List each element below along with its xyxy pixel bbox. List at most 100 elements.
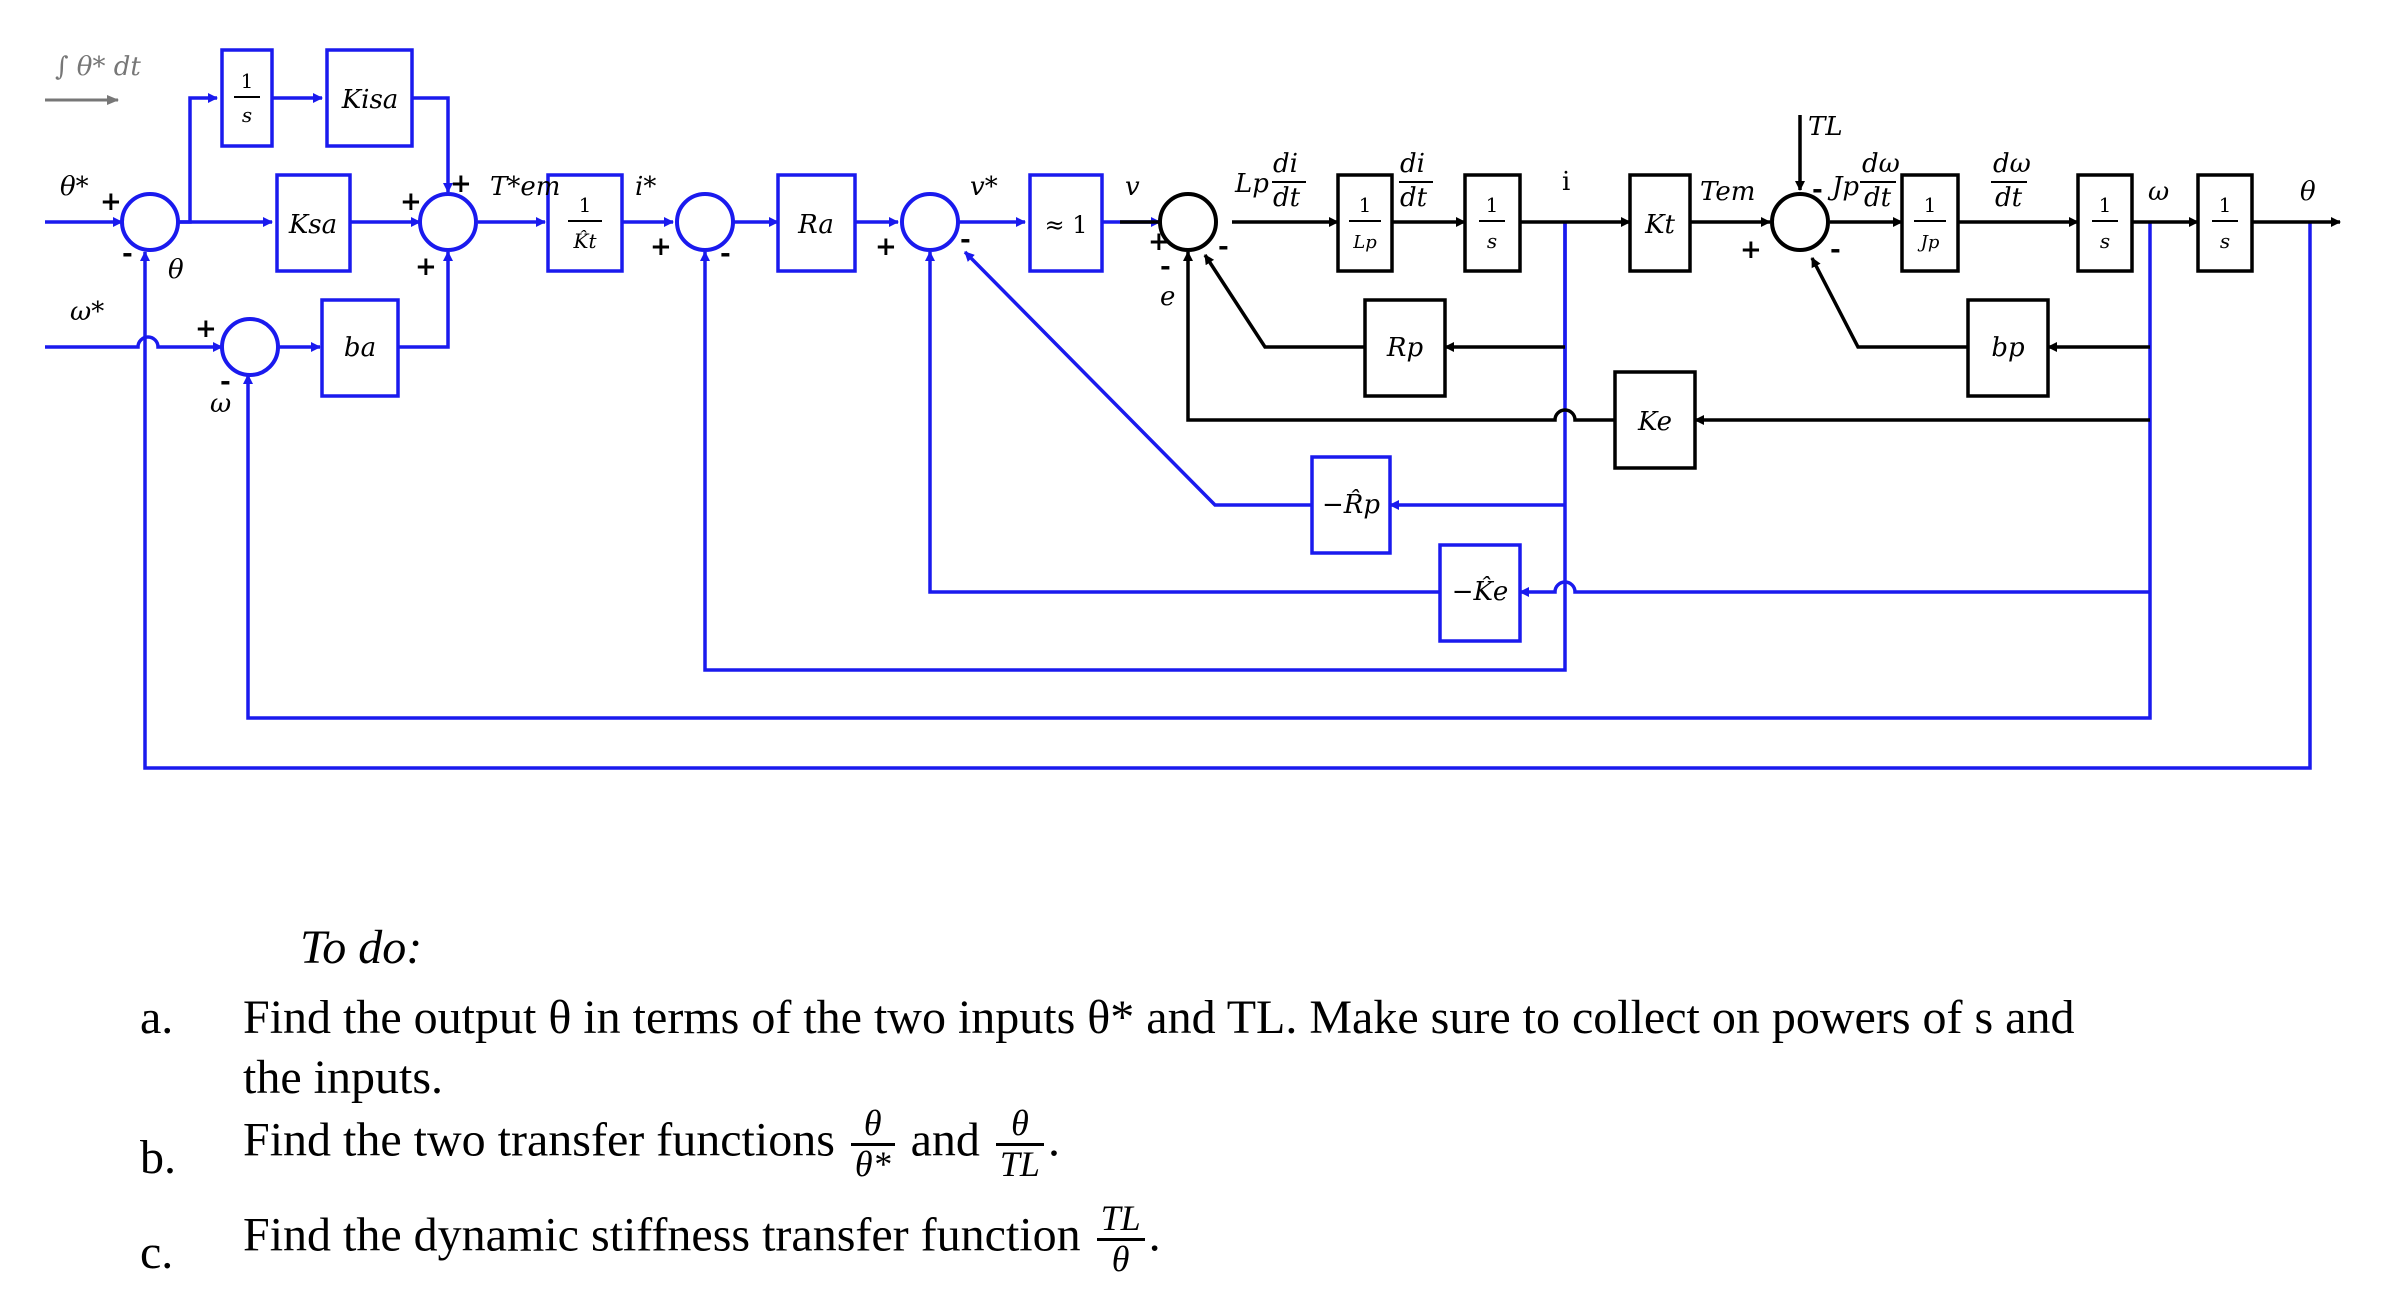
block-rp xyxy=(1363,298,1447,398)
block-current-integrator-num: 1 xyxy=(1486,193,1499,217)
label-i-star: i* xyxy=(635,172,656,202)
label-tem: Tem xyxy=(1700,177,1755,207)
svg-text:-: - xyxy=(1218,232,1229,262)
svg-text:+: + xyxy=(415,252,437,282)
label-tl: TL xyxy=(1808,112,1843,142)
label-lp: Lp xyxy=(1234,169,1269,199)
block-diagram: ∫ θ* dt xyxy=(45,48,2341,770)
block-ra-label: Ra xyxy=(797,210,834,240)
sum-mechanical xyxy=(1770,192,1830,252)
block-ra xyxy=(776,173,857,273)
item-b-letter: b. xyxy=(140,1131,176,1184)
block-position-integrator xyxy=(2196,173,2254,273)
integral-label: ∫ θ* dt xyxy=(55,52,141,82)
block-ke-label: Ke xyxy=(1637,407,1672,437)
item-b-joiner: and xyxy=(910,1113,980,1167)
label-dw-1: dω xyxy=(1862,149,1900,179)
block-inv-jp xyxy=(1900,173,1960,273)
block-ksa-label: Ksa xyxy=(288,210,337,240)
block-current-integrator-den: s xyxy=(1487,229,1497,253)
block-speed-integrator-den: s xyxy=(2100,229,2110,253)
label-e: e xyxy=(1160,282,1175,312)
block-inv-kt xyxy=(546,173,624,273)
svg-text:-: - xyxy=(220,367,231,397)
label-dt-4: dt xyxy=(1995,183,2023,213)
block-position-integrator-num: 1 xyxy=(2219,193,2232,217)
item-c: Find the dynamic stiffness transfer func… xyxy=(243,1198,1161,1279)
block-inv-kt-den: K̂t xyxy=(573,229,598,253)
sum-torque-command xyxy=(418,192,478,252)
block-inverter-label: ≈ 1 xyxy=(1044,211,1087,239)
block-position-integrator-den: s xyxy=(2220,229,2230,253)
block-integrator-den: s xyxy=(242,103,252,127)
sum-velocity-error xyxy=(220,317,280,377)
block-inv-lp xyxy=(1336,173,1394,273)
block-integrator-num: 1 xyxy=(241,69,254,93)
svg-text:+: + xyxy=(1740,235,1762,265)
block-speed-integrator-num: 1 xyxy=(2099,193,2112,217)
svg-text:-: - xyxy=(1830,235,1841,265)
svg-text:+: + xyxy=(450,169,472,199)
item-b-text: Find the two transfer functions xyxy=(243,1113,835,1167)
svg-text:+: + xyxy=(650,232,672,262)
label-dw-2: dω xyxy=(1993,149,2031,179)
label-v-star: v* xyxy=(970,172,998,202)
item-a-letter: a. xyxy=(140,991,174,1044)
label-tem-star: T*em xyxy=(490,172,560,202)
label-theta-out: θ xyxy=(2300,177,2316,207)
todo-title: To do: xyxy=(300,921,423,974)
item-c-text: Find the dynamic stiffness transfer func… xyxy=(243,1208,1081,1262)
block-ke xyxy=(1613,370,1697,470)
label-i: i xyxy=(1562,167,1570,197)
block-neg-ke-hat-label: −K̂e xyxy=(1452,576,1509,607)
block-ba xyxy=(320,298,400,398)
block-inv-jp-den: Jp xyxy=(1917,232,1940,253)
label-dt-1: dt xyxy=(1273,183,1301,213)
svg-text:-: - xyxy=(1160,252,1171,282)
label-omega-fb: ω xyxy=(210,389,231,419)
block-neg-ke-hat xyxy=(1438,543,1522,643)
block-inv-kt-num: 1 xyxy=(579,193,592,217)
svg-text:+: + xyxy=(195,314,217,344)
block-inv-lp-den: Lp xyxy=(1352,232,1377,253)
item-c-letter: c. xyxy=(140,1226,174,1279)
label-dt-3: dt xyxy=(1864,183,1892,213)
label-omega: ω xyxy=(2148,177,2169,207)
svg-text:-: - xyxy=(720,239,731,269)
block-ba-label: ba xyxy=(344,333,376,363)
sum-electrical xyxy=(1158,192,1218,252)
item-a-line2: the inputs. xyxy=(243,1051,443,1104)
svg-text:+: + xyxy=(400,187,422,217)
svg-text:+: + xyxy=(1148,227,1170,257)
svg-text:-: - xyxy=(960,225,971,255)
label-theta-fb: θ xyxy=(168,255,184,285)
svg-text:-: - xyxy=(1812,175,1823,205)
block-kisa-label: Kisa xyxy=(341,85,399,115)
label-dt-2: dt xyxy=(1400,183,1428,213)
block-neg-rp-hat-label: −R̂p xyxy=(1322,489,1380,520)
sum-position-error xyxy=(120,192,180,252)
block-kt-label: Kt xyxy=(1644,210,1675,240)
block-speed-integrator xyxy=(2076,173,2134,273)
label-di-2: di xyxy=(1400,149,1425,179)
svg-text:+: + xyxy=(100,187,122,217)
block-bp-label: bp xyxy=(1991,333,2025,363)
sum-voltage-command xyxy=(900,192,960,252)
sum-current-error xyxy=(675,192,735,252)
block-bp xyxy=(1966,298,2050,398)
svg-text:-: - xyxy=(122,239,133,269)
label-theta-star: θ* xyxy=(60,172,89,202)
block-kt xyxy=(1628,173,1692,273)
item-a-line1: Find the output θ in terms of the two in… xyxy=(243,991,2075,1044)
block-rp-label: Rp xyxy=(1386,333,1424,363)
block-inverter xyxy=(1028,173,1104,273)
svg-text:+: + xyxy=(875,232,897,262)
label-di-1: di xyxy=(1273,149,1298,179)
block-ksa xyxy=(275,173,352,273)
block-current-integrator xyxy=(1463,173,1522,273)
label-omega-star: ω* xyxy=(70,297,104,327)
